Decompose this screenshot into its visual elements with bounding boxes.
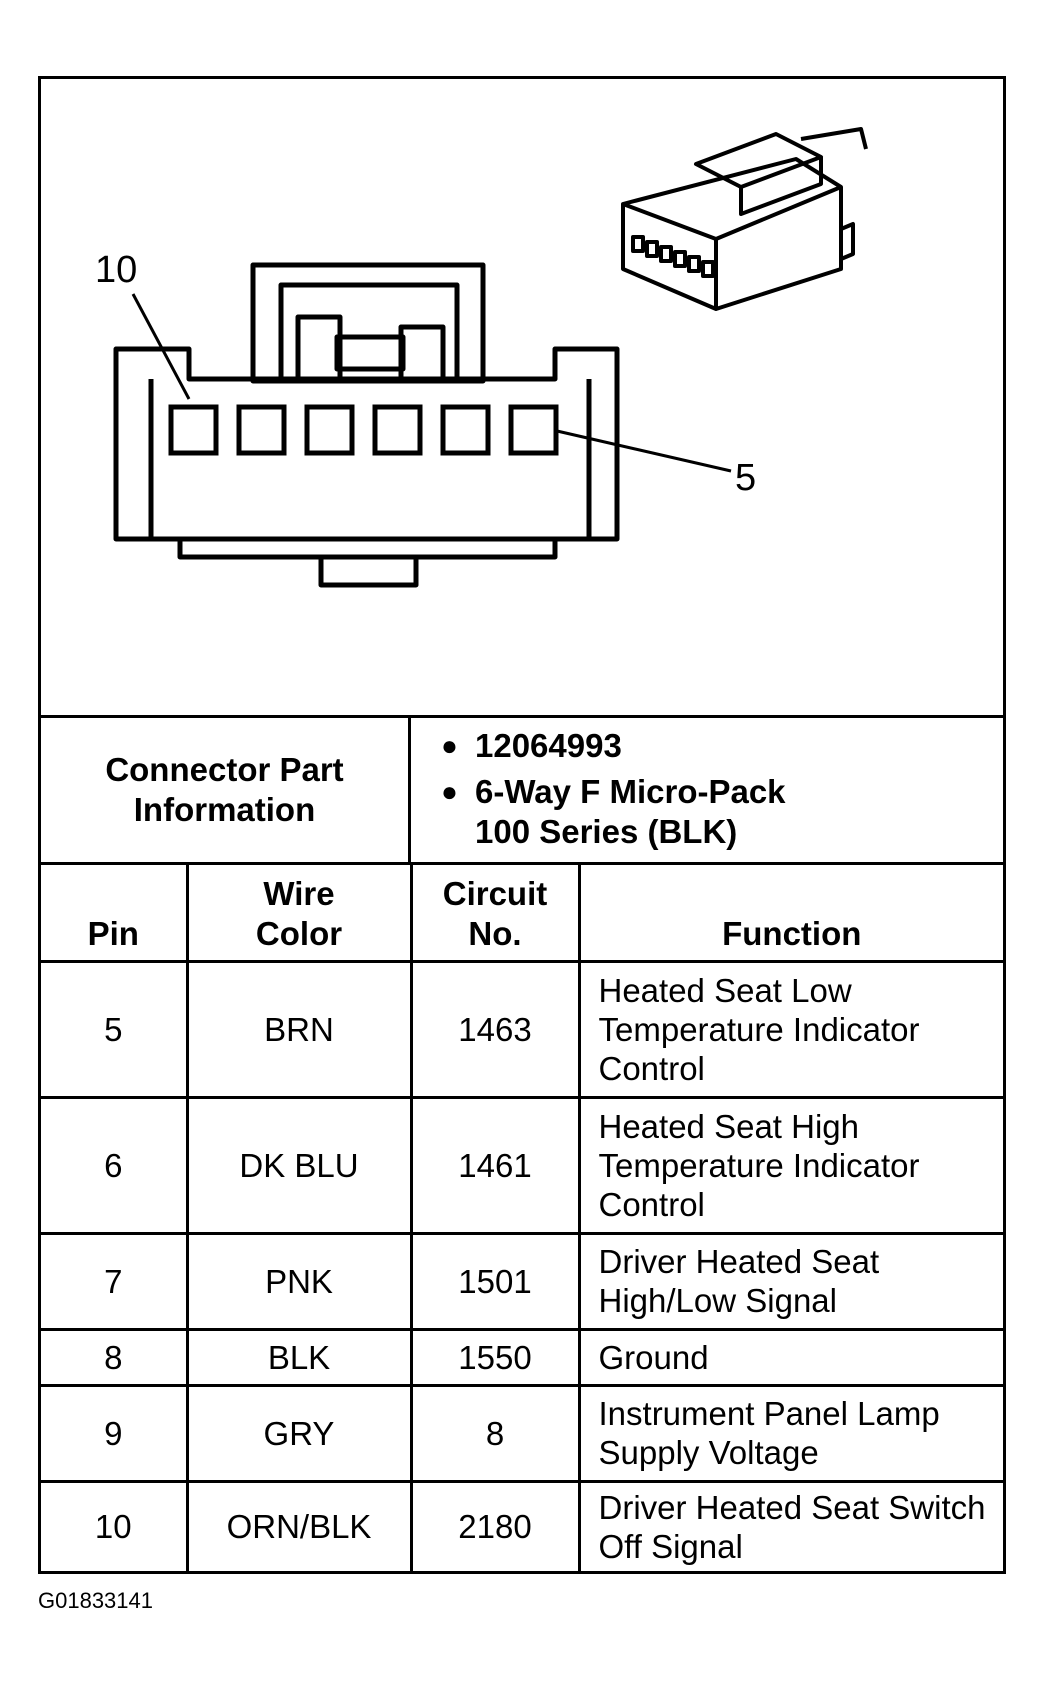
table-row: 8 BLK 1550 Ground (41, 1327, 1003, 1387)
bullet-icon: ● (441, 776, 458, 807)
connector-face-view (113, 127, 868, 588)
callout-pin-10: 10 (95, 249, 138, 291)
latch-post-right (398, 324, 446, 384)
latch-outline (250, 262, 486, 384)
connector-base-step (177, 539, 558, 560)
circuit-cell: 1550 (409, 1327, 581, 1387)
connector-body-outline (113, 346, 620, 542)
bullet-icon: ● (441, 730, 458, 761)
table-row: 5 BRN 1463 Heated Seat Low Temperature I… (41, 959, 1003, 1099)
cavity-5 (508, 404, 559, 456)
cavity-7 (372, 404, 423, 456)
figure-id: G01833141 (38, 1588, 153, 1613)
connector-description-1: 6-Way F Micro-Pack (475, 773, 786, 810)
connector-key-tab (318, 557, 419, 588)
wire-color-cell: GRY (185, 1383, 413, 1483)
connector-part-info-label-cell: Connector Part Information (41, 718, 411, 862)
pin-cell: 5 (41, 959, 189, 1099)
pin-table: Pin Wire Color Circuit No. Function 5 BR… (41, 865, 1003, 1571)
function-cell: Heated Seat High Temperature Indicator C… (577, 1095, 1003, 1235)
connector-figure: 10 5 Connector Part Information ● 120649… (38, 76, 1006, 1574)
wire-color-cell: ORN/BLK (185, 1479, 413, 1571)
pin-cell: 6 (41, 1095, 189, 1235)
wire-color-cell: BLK (185, 1327, 413, 1387)
circuit-cell: 1461 (409, 1095, 581, 1235)
cavity-8 (304, 404, 355, 456)
header-function: Function (577, 865, 1003, 963)
circuit-cell: 2180 (409, 1479, 581, 1571)
latch-bar (334, 334, 406, 372)
wire-color-cell: DK BLU (185, 1095, 413, 1235)
table-header-row: Pin Wire Color Circuit No. Function (41, 865, 1003, 963)
circuit-cell: 1463 (409, 959, 581, 1099)
function-cell: Driver Heated Seat Switch Off Signal (577, 1479, 1003, 1571)
circuit-cell: 1501 (409, 1231, 581, 1331)
leader-line-10 (131, 293, 191, 400)
leader-line-5 (556, 429, 732, 473)
function-cell: Driver Heated Seat High/Low Signal (577, 1231, 1003, 1331)
connector-part-info: Connector Part Information ● 12064993 ● … (41, 715, 1003, 865)
wire-color-cell: BRN (185, 959, 413, 1099)
pin-cell: 7 (41, 1231, 189, 1331)
part-number-line: ● 12064993 (441, 726, 1003, 766)
function-cell: Heated Seat Low Temperature Indicator Co… (577, 959, 1003, 1099)
function-cell: Instrument Panel Lamp Supply Voltage (577, 1383, 1003, 1483)
circuit-cell: 8 (409, 1383, 581, 1483)
pin-cell: 8 (41, 1327, 189, 1387)
table-row: 10 ORN/BLK 2180 Driver Heated Seat Switc… (41, 1479, 1003, 1571)
pin-cell: 9 (41, 1383, 189, 1483)
table-row: 7 PNK 1501 Driver Heated Seat High/Low S… (41, 1231, 1003, 1331)
callout-pin-5: 5 (735, 457, 757, 499)
connector-part-info-label: Connector Part Information (105, 751, 344, 828)
header-pin: Pin (41, 865, 189, 963)
connector-part-info-values: ● 12064993 ● 6-Way F Micro-Pack 100 Seri… (411, 718, 1003, 862)
cavity-10 (168, 404, 219, 456)
connector-isometric-view (621, 127, 868, 311)
function-cell: Ground (577, 1327, 1003, 1387)
header-circuit-no: Circuit No. (409, 865, 581, 963)
table-row: 9 GRY 8 Instrument Panel Lamp Supply Vol… (41, 1383, 1003, 1483)
latch-post-left (295, 314, 343, 382)
description-line: ● 6-Way F Micro-Pack (441, 772, 1003, 812)
pin-cell: 10 (41, 1479, 189, 1571)
description-line-2: 100 Series (BLK) (475, 812, 1003, 852)
connector-description-2: 100 Series (BLK) (475, 813, 738, 850)
header-wire-color: Wire Color (185, 865, 413, 963)
wire-color-cell: PNK (185, 1231, 413, 1331)
connector-drawing: 10 5 (41, 79, 1003, 715)
connector-body-inner-walls (148, 379, 592, 539)
table-row: 6 DK BLU 1461 Heated Seat High Temperatu… (41, 1095, 1003, 1235)
cavity-6 (440, 404, 491, 456)
part-number: 12064993 (475, 727, 622, 764)
cavity-9 (236, 404, 287, 456)
